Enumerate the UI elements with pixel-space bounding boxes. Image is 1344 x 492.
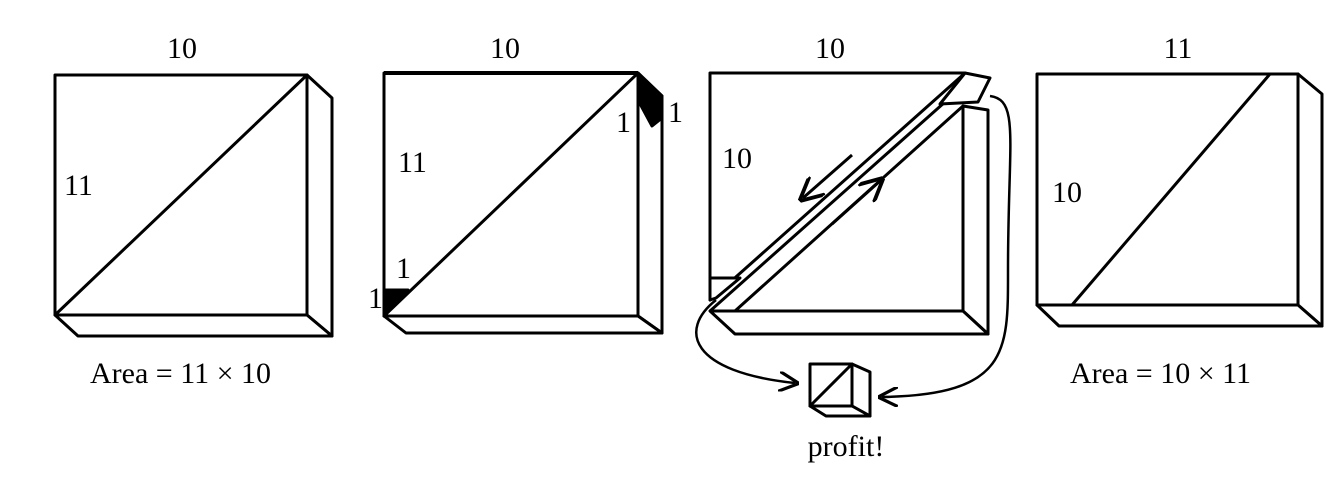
panel-4-diagonal: [1070, 73, 1272, 306]
panel-1: [53, 73, 334, 338]
panel-4: [1035, 72, 1324, 328]
panel-1-area-caption: Area = 11 × 10: [90, 357, 271, 390]
profit-cube: [808, 362, 872, 418]
panel-3-top-label: 10: [815, 32, 845, 65]
panel-2-corner-label-top-left: 1: [616, 106, 631, 139]
panel-1-side-label: 11: [64, 169, 93, 202]
panel-3-curve-arrow-left: [695, 299, 795, 383]
panel-3-curve-arrow-right: [882, 94, 1012, 397]
profit-cube-diagonal: [808, 362, 854, 408]
panel-3-side-label: 10: [722, 142, 752, 175]
panel-3-upper-piece: [708, 71, 967, 302]
panel-4-side-label: 10: [1052, 176, 1082, 209]
panel-3-sliver-bottom: [708, 276, 742, 302]
panel-1-right-edge: [305, 73, 334, 338]
panel-2-corner-label-bottom-left: 1: [368, 282, 383, 315]
panel-1-diagonal: [53, 73, 309, 317]
panel-4-bottom-edge: [1035, 303, 1324, 328]
panel-4-right-edge: [1296, 72, 1324, 328]
panel-2-bottom-edge: [382, 314, 664, 335]
panel-3-diagonal: [709, 84, 964, 313]
panel-2-side-label: 11: [398, 146, 427, 179]
panel-1-bottom-edge: [53, 313, 334, 338]
panel-1-top-label: 10: [167, 32, 197, 65]
panel-2: [382, 71, 664, 335]
panel-2-corner-label-top-right: 1: [668, 96, 683, 129]
panel-3: [695, 71, 1012, 397]
panel-3-arrow-up-right: [830, 181, 880, 226]
panel-2-top-label: 10: [490, 32, 520, 65]
panel-4-top-label: 11: [1164, 32, 1193, 65]
panel-2-diagonal: [382, 71, 640, 318]
profit-caption: profit!: [808, 430, 885, 463]
panel-3-arrow-down-left: [803, 153, 853, 198]
panel-3-lower-bottom-edge: [708, 309, 990, 336]
panel-4-area-caption: Area = 10 × 11: [1070, 357, 1251, 390]
panel-2-corner-label-bottom-top: 1: [396, 252, 411, 285]
panel-3-sliver-top: [938, 71, 992, 106]
profit-cube-bottom-edge: [808, 404, 872, 418]
panel-2-corner-square-top: [636, 71, 664, 128]
panel-3-lower-right-edge: [961, 104, 990, 336]
